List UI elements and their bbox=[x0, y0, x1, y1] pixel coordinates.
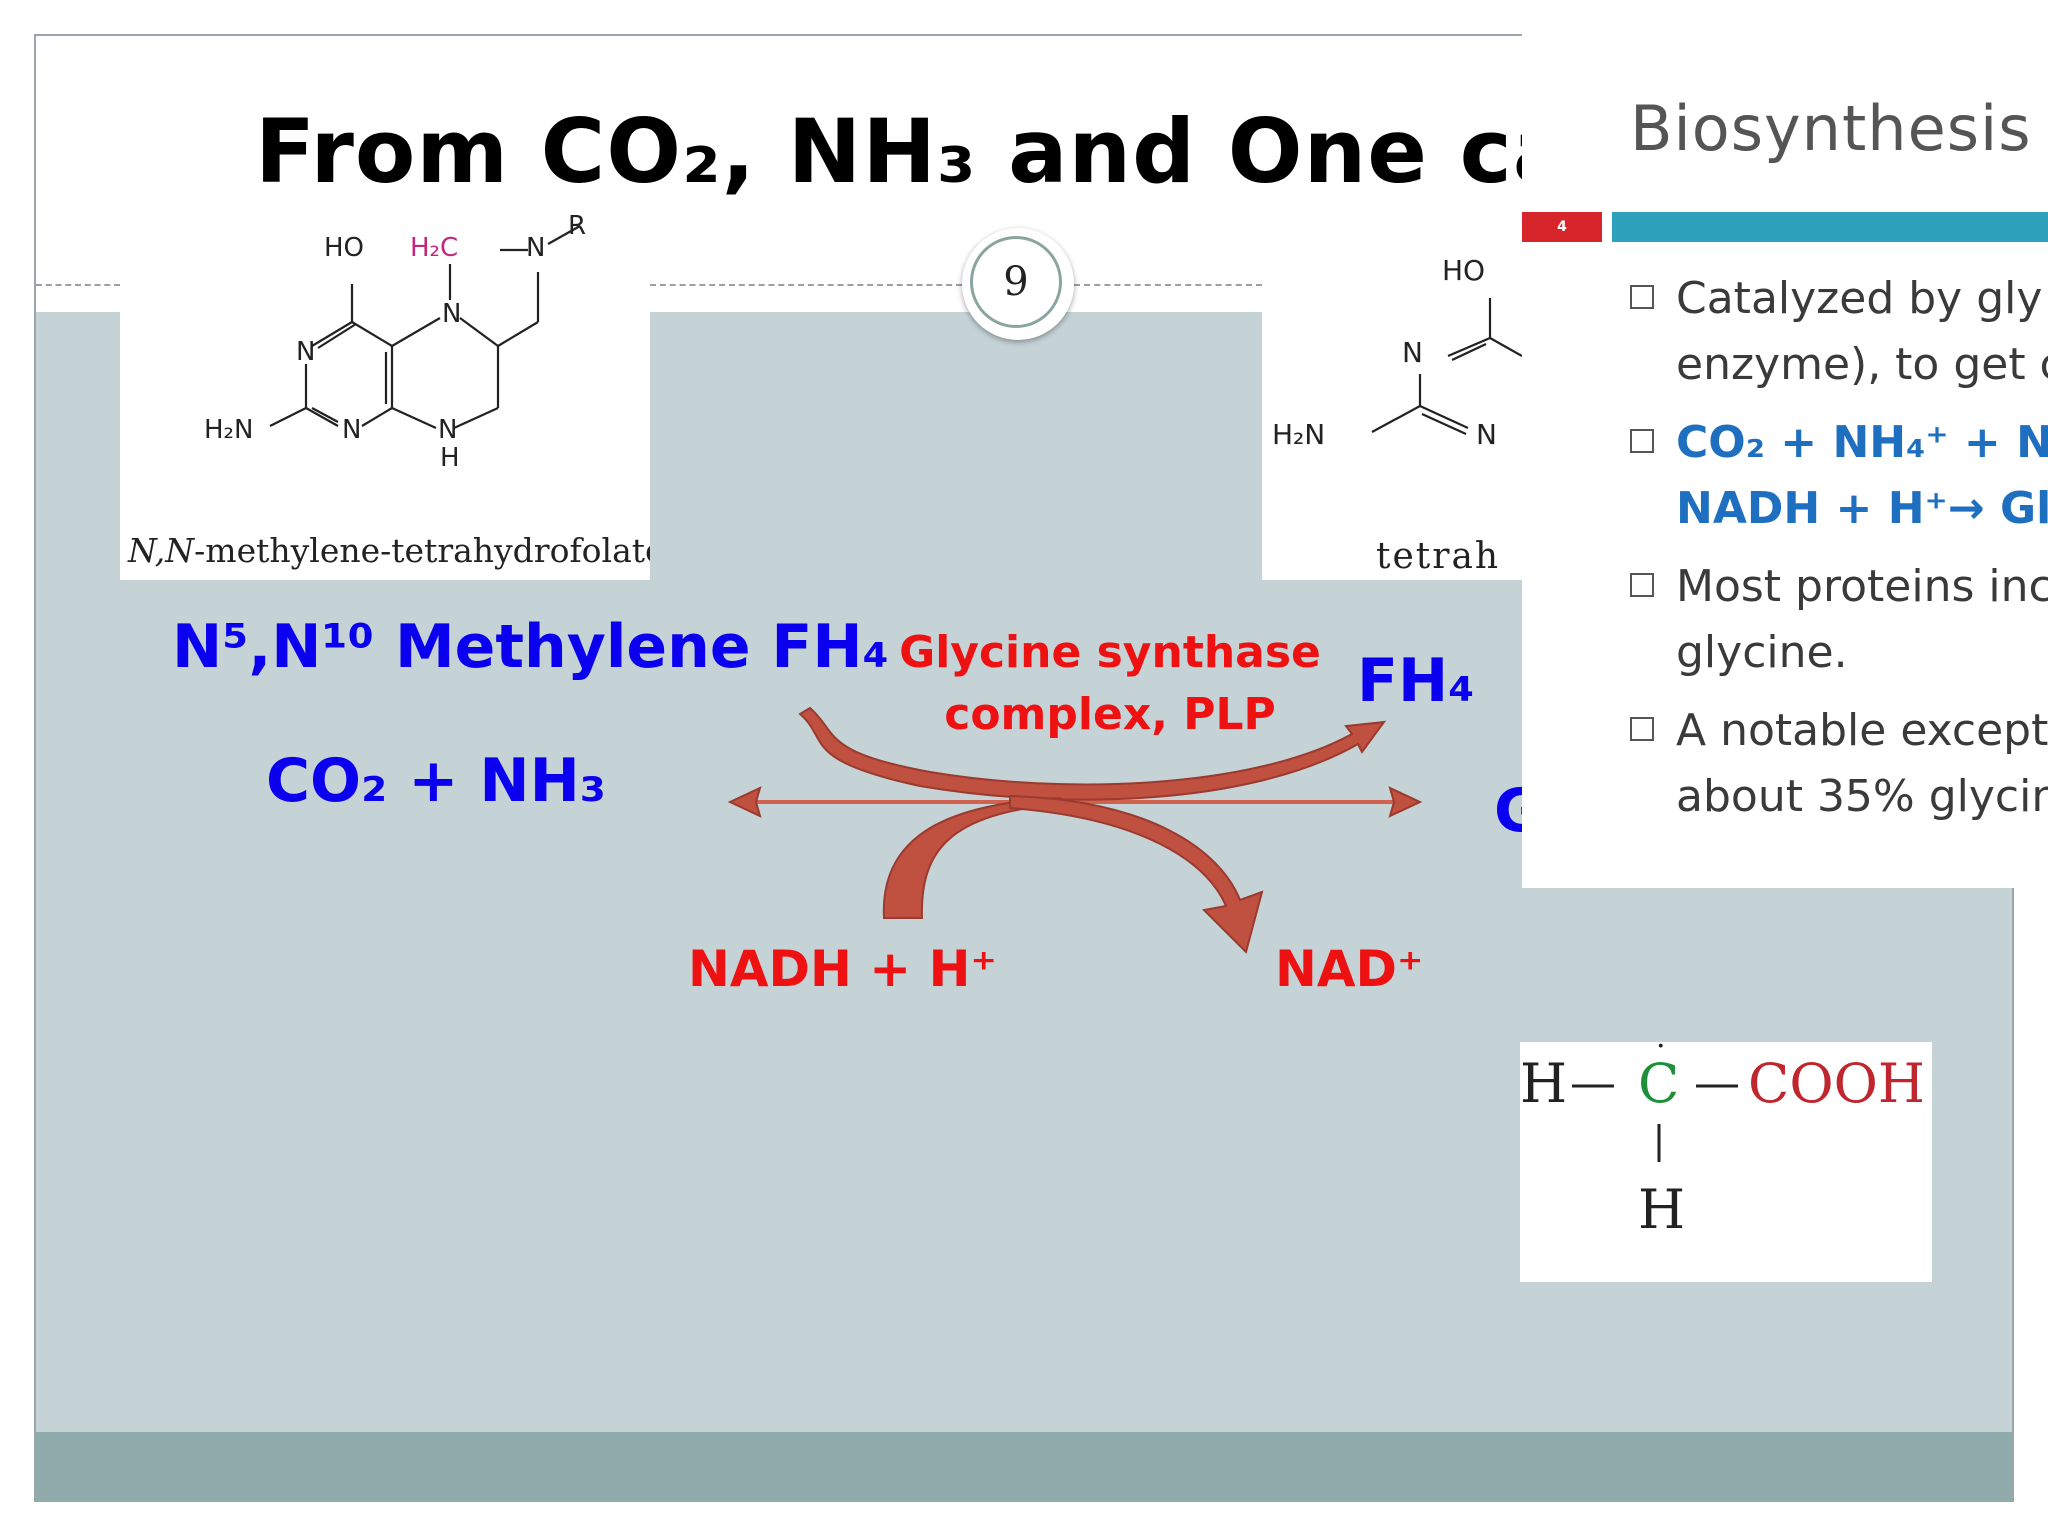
atom-label: R bbox=[568, 212, 586, 241]
enzyme-label: Glycine synthase complex, PLP bbox=[880, 622, 1340, 746]
atom-label: N bbox=[1476, 418, 1497, 451]
atom-label: N bbox=[526, 233, 545, 263]
nadh-curved-arrow bbox=[882, 796, 1061, 919]
atom-label: HO bbox=[1442, 254, 1485, 287]
glycine-cooh: COOH bbox=[1748, 1052, 1925, 1115]
substrate-methylene-fh4: N⁵,N¹⁰ Methylene FH₄ bbox=[172, 612, 889, 682]
atom-label: H₂N bbox=[1272, 418, 1325, 451]
methylene-thf-drawing: HO H₂C N R N N H₂N N N H N,N-methylene-t… bbox=[127, 211, 665, 570]
right-arrowhead bbox=[1388, 786, 1423, 818]
glycine-carbon: C bbox=[1638, 1052, 1679, 1115]
bullet-square-icon bbox=[1630, 285, 1654, 309]
glycine-structure: · H C COOH H bbox=[1520, 1029, 1932, 1282]
page-number-badge: 9 bbox=[962, 228, 1074, 340]
slide-title: From CO₂, NH₃ and One carbo bbox=[255, 100, 1743, 203]
glycine-h-left: H bbox=[1520, 1052, 1567, 1115]
overlay-title-bar bbox=[1612, 212, 2048, 242]
bullet-square-icon bbox=[1630, 573, 1654, 597]
left-arrowhead bbox=[727, 786, 762, 818]
atom-label: HO bbox=[324, 233, 364, 263]
overlay-slide-title: Biosynthesis i bbox=[1630, 92, 2048, 165]
glycine-drawing: · H C COOH H bbox=[1520, 1029, 1925, 1241]
overlay-bullet-item: A notable except about 35% glycin bbox=[1630, 698, 2048, 830]
page-number: 9 bbox=[970, 236, 1062, 328]
atom-label: H₂N bbox=[204, 415, 253, 445]
overlay-bullet-item: CO₂ + NH₄⁺ + N⁵ NADH + H⁺→ Gl bbox=[1630, 410, 2048, 542]
overlay-bullet-item: Most proteins inco glycine. bbox=[1630, 554, 2048, 686]
header-divider-mid bbox=[650, 284, 962, 286]
nad-curved-arrow bbox=[1009, 794, 1264, 954]
atom-label: H bbox=[440, 443, 460, 473]
enzyme-label-line1: Glycine synthase bbox=[899, 627, 1321, 678]
substrate-co2-nh3: CO₂ + NH₃ bbox=[266, 746, 607, 816]
tetrahydrofolate-structure: HO N H₂N N tetrah bbox=[1262, 228, 1523, 580]
header-divider-left bbox=[36, 284, 120, 286]
header-divider-right bbox=[1074, 284, 1262, 286]
tetrahydrofolate-drawing: HO N H₂N N tetrah bbox=[1272, 254, 1523, 577]
glycine-h-bottom: H bbox=[1638, 1178, 1685, 1241]
atom-label: N bbox=[296, 337, 315, 367]
cofactor-nad: NAD⁺ bbox=[1275, 940, 1424, 998]
bullet-square-icon bbox=[1630, 429, 1654, 453]
overlay-bullet-item: Catalyzed by gly enzyme), to get c bbox=[1630, 266, 2048, 398]
enzyme-label-line2: complex, PLP bbox=[944, 689, 1276, 740]
overlay-slide-number: 4 bbox=[1522, 212, 1602, 242]
bullet-square-icon bbox=[1630, 717, 1654, 741]
slide-footer-band bbox=[36, 1432, 2012, 1502]
structure-caption: tetrah bbox=[1376, 536, 1500, 577]
glycine-dot: · bbox=[1656, 1042, 1666, 1064]
atom-label: N bbox=[438, 415, 457, 445]
atom-label: N bbox=[342, 415, 361, 445]
methylene-thf-structure: HO H₂C N R N N H₂N N N H N,N-methylene-t… bbox=[120, 211, 665, 580]
product-fh4: FH₄ bbox=[1357, 646, 1475, 716]
structure-caption: N,N-methylene-tetrahydrofolate bbox=[127, 531, 650, 570]
overlay-slide: Biosynthesis i 4 Catalyzed by gly enzyme… bbox=[1522, 0, 2048, 888]
fh4-curved-arrow bbox=[798, 706, 1387, 801]
atom-label: H₂C bbox=[410, 233, 458, 263]
cofactor-nadh: NADH + H⁺ bbox=[688, 940, 997, 998]
atom-label: N bbox=[442, 299, 461, 329]
atom-label: N bbox=[1402, 336, 1423, 369]
